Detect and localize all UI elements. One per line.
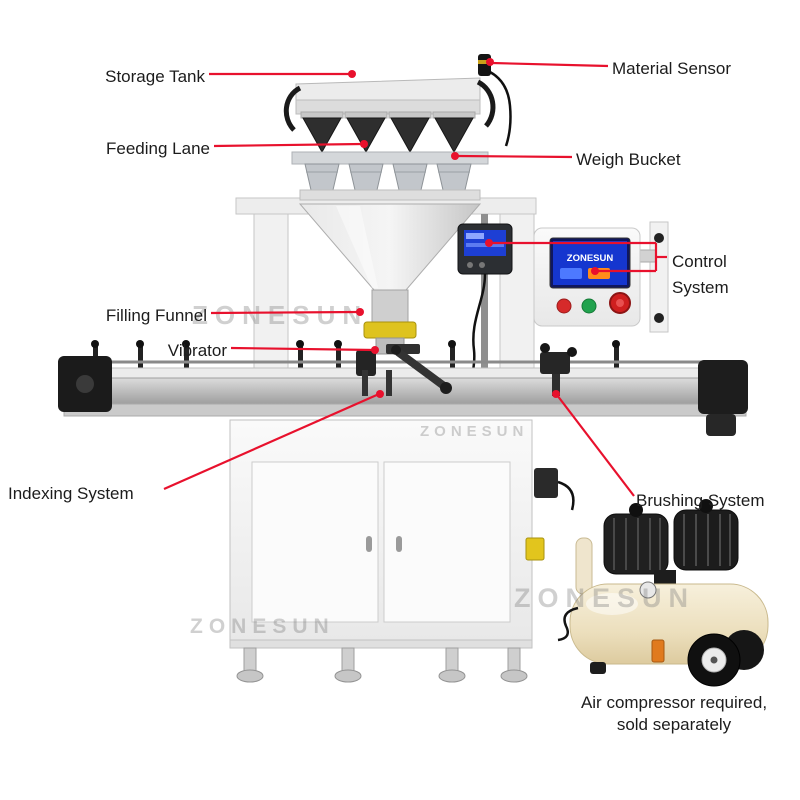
label-brushing-system: Brushing System <box>636 491 765 510</box>
door-handle-right <box>396 536 402 552</box>
pressure-gauge-icon <box>639 581 657 599</box>
right-handle <box>476 79 496 128</box>
label-vibrator: Vibrator <box>167 341 227 360</box>
feeding-lanes <box>300 111 476 154</box>
label-filling-funnel: Filling Funnel <box>105 306 207 325</box>
machine-feet <box>236 647 528 683</box>
door-handle-left <box>366 536 372 552</box>
left-handle <box>283 85 302 132</box>
cabinet-door-right <box>383 461 511 623</box>
screen-brand-text: ZONESUN <box>567 253 614 264</box>
label-weigh-bucket: Weigh Bucket <box>576 150 681 169</box>
label-indexing-system: Indexing System <box>8 484 134 503</box>
cabinet-door-left <box>251 461 379 623</box>
label-material-sensor: Material Sensor <box>612 59 732 78</box>
compressor-motor-2 <box>673 499 739 571</box>
vibrator-part <box>356 344 452 396</box>
conveyor-motor <box>706 414 736 436</box>
drain-valve <box>651 639 665 663</box>
red-button-icon <box>556 298 572 314</box>
conveyor <box>58 340 748 436</box>
air-compressor-caption: Air compressor required, sold separately <box>580 693 768 735</box>
watermark: ZONESUN <box>192 300 369 330</box>
watermark: ZONESUN <box>420 423 529 440</box>
label-storage-tank: Storage Tank <box>105 67 205 86</box>
control-panel: ZONESUN <box>533 221 669 333</box>
brushing-system-part <box>540 343 577 396</box>
weigher-assembly <box>283 77 496 201</box>
label-control-system: Control System <box>672 252 729 298</box>
green-button-icon <box>581 298 597 314</box>
air-compressor <box>557 499 769 687</box>
label-feeding-lane: Feeding Lane <box>106 139 210 158</box>
weigh-buckets <box>304 163 472 191</box>
watermark: ZONESUN <box>514 583 696 613</box>
machine-cabinet <box>229 419 575 683</box>
watermark: ZONESUN <box>190 615 335 638</box>
power-switch <box>525 537 545 561</box>
compressor-motor-1 <box>603 503 669 575</box>
filling-funnel-part <box>298 203 482 355</box>
